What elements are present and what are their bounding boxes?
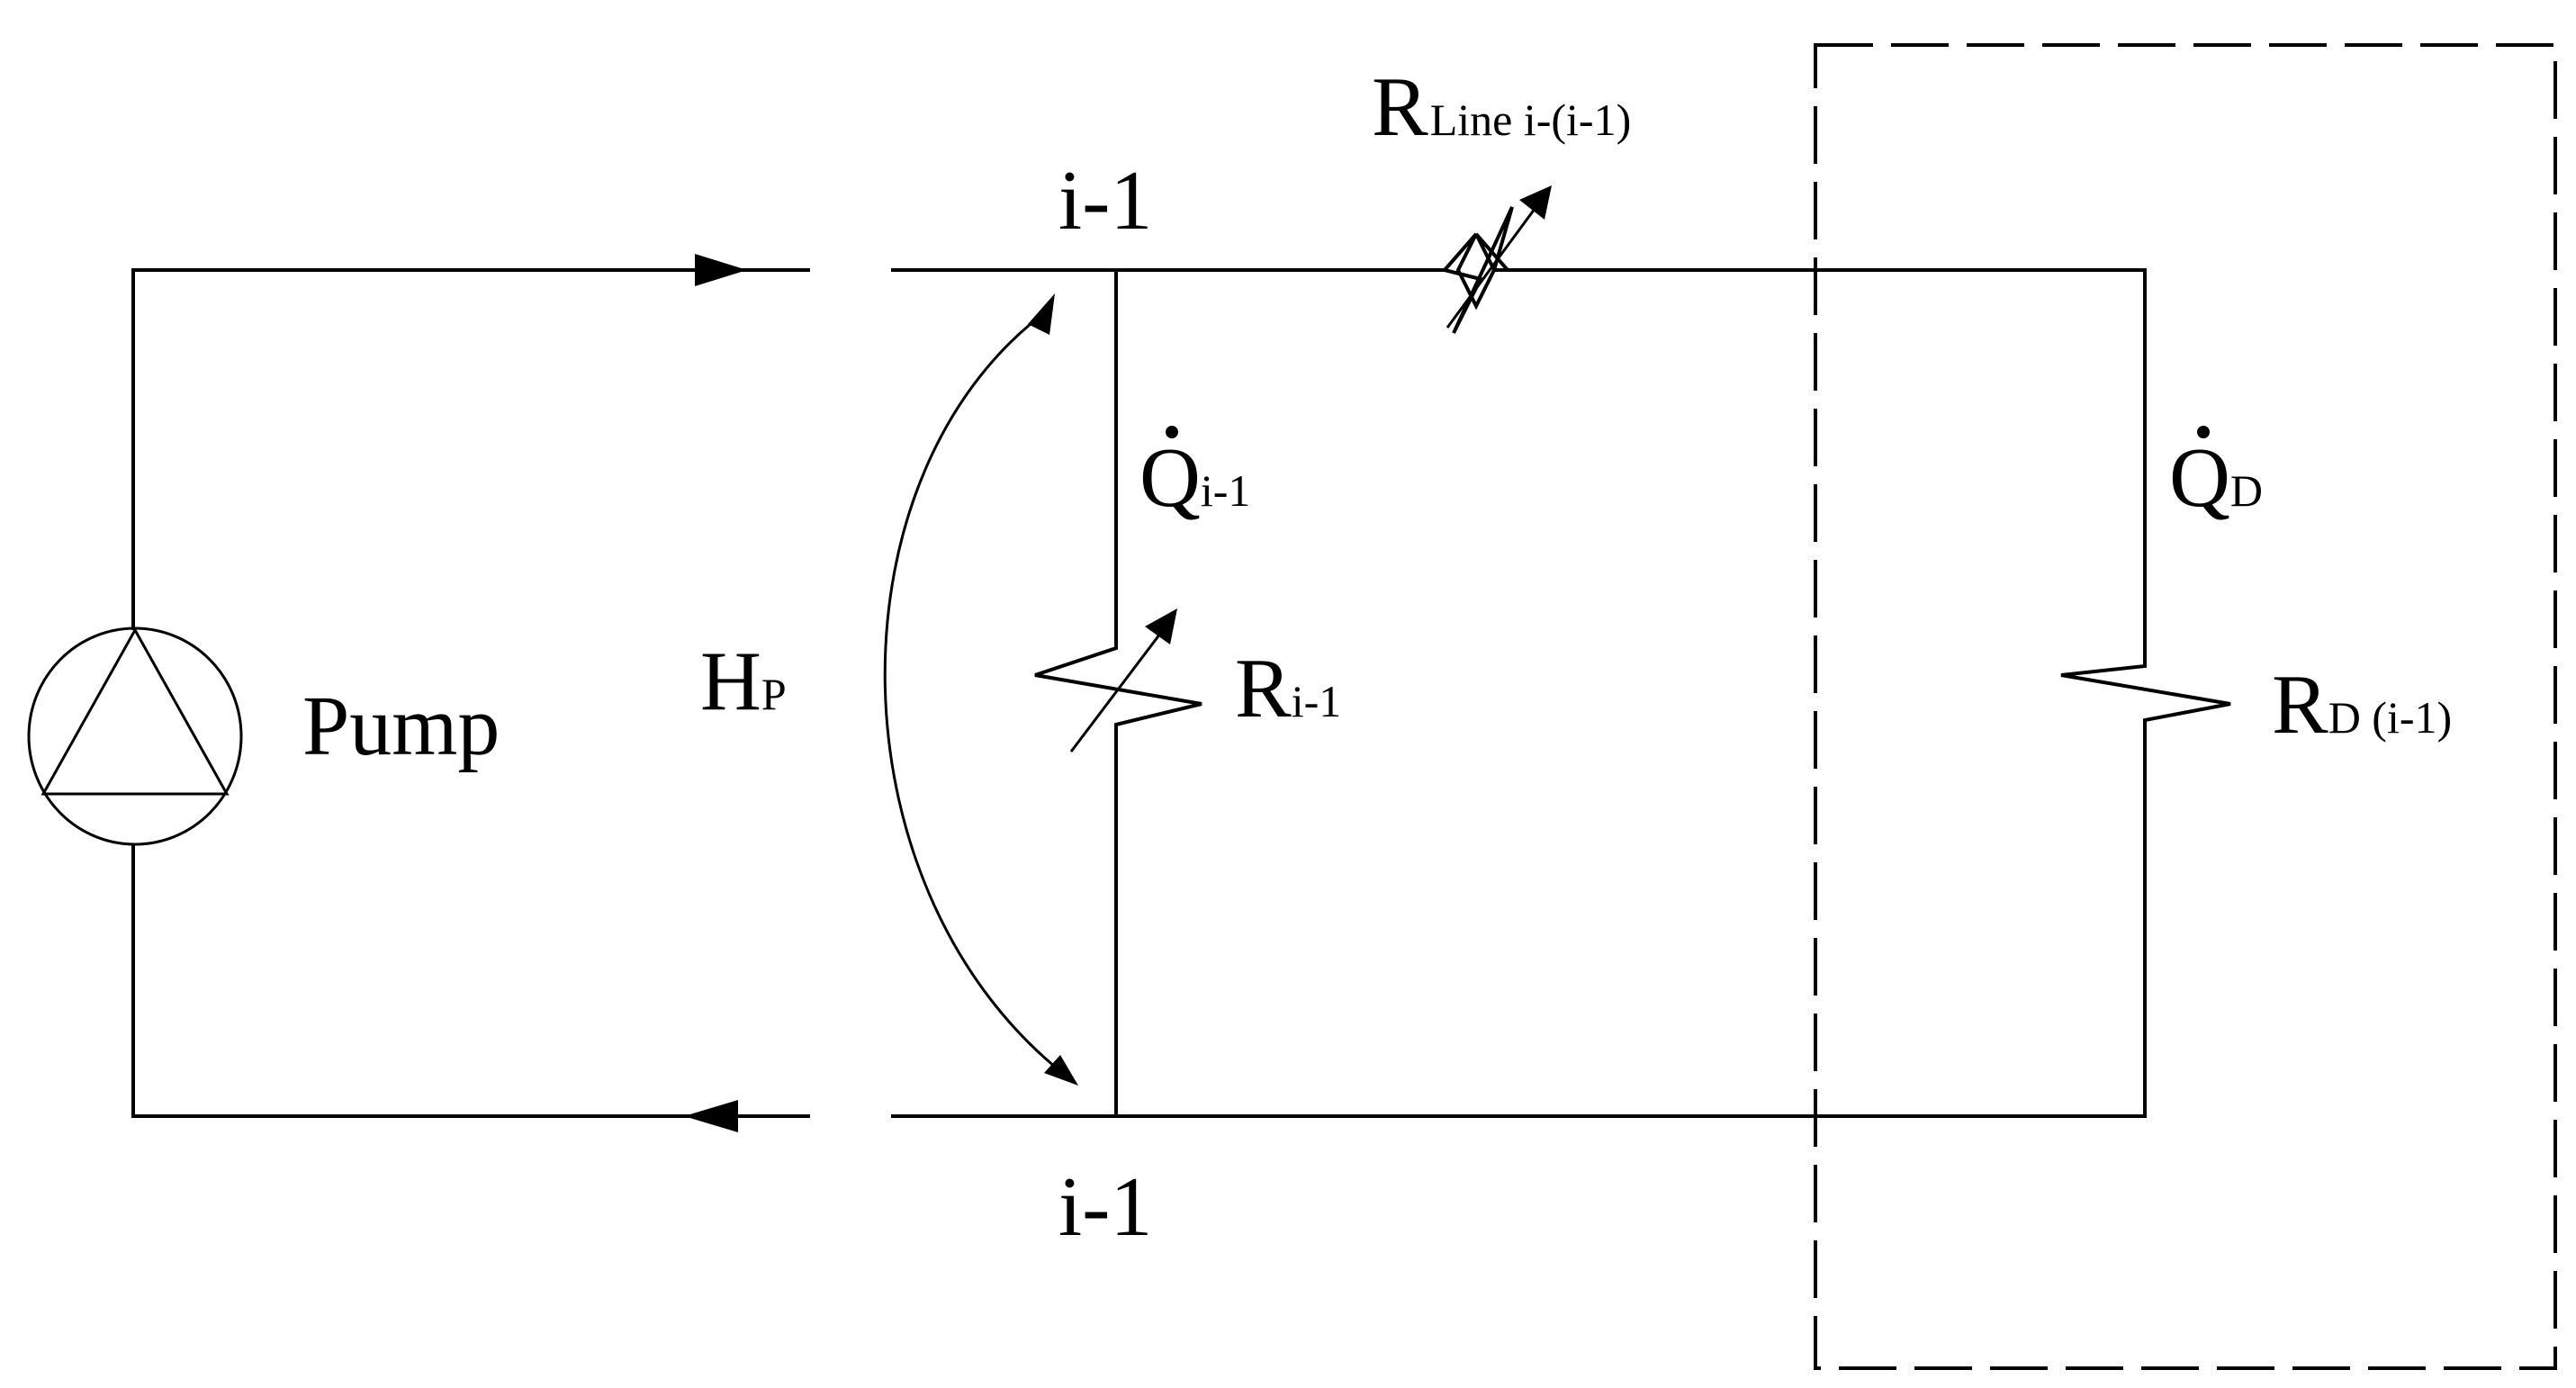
downstream-resistor-zigzag (2060, 657, 2231, 729)
node-bottom-label: i-1 (1058, 1160, 1152, 1254)
downstream-flow-label: QD (2169, 426, 2263, 525)
downstream-boundary-box (1814, 43, 2557, 1370)
pump-return-wire (131, 844, 810, 1118)
supply-main-line-resistor-zigzag (1444, 206, 1514, 334)
branch-resistance-label: Ri-1 (1235, 642, 1341, 735)
svg-text:Qi-1: Qi-1 (1139, 431, 1250, 525)
downstream-resistance-label: RD (i-1) (2272, 658, 2452, 752)
pump-head-label: HP (700, 635, 787, 728)
pump-icon (27, 626, 243, 846)
svg-text:QD: QD (2169, 431, 2263, 525)
supply-flow-arrow-icon (695, 254, 747, 286)
line-resistance-arrow-icon (1446, 185, 1552, 329)
branch-resistance-arrow-icon (1069, 608, 1177, 753)
pump-supply-wire (131, 268, 810, 630)
return-flow-arrow-icon (684, 1100, 738, 1132)
return-main-line (891, 729, 2147, 1118)
branch-line (1034, 270, 1202, 1116)
line-resistance-label: RLine i-(i-1) (1372, 60, 1631, 154)
branch-flow-label: Qi-1 (1139, 426, 1250, 525)
pump-label: Pump (302, 680, 500, 773)
node-top-label: i-1 (1058, 154, 1152, 248)
supply-main-line (891, 232, 2147, 657)
pump-head-arc-arrow-icon (883, 293, 1078, 1086)
